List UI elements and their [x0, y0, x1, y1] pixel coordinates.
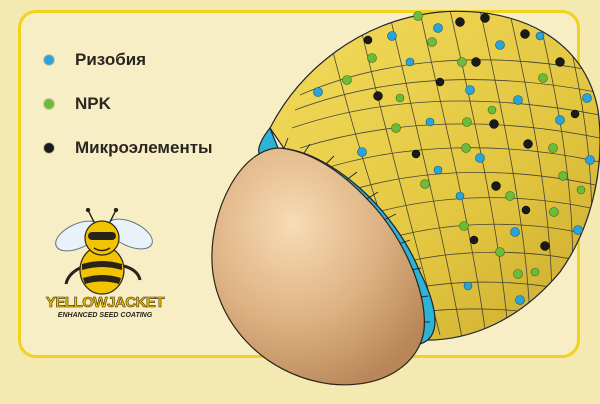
legend-item-microelements: Микроэлементы: [44, 136, 213, 160]
npk-dot-icon: [44, 99, 54, 109]
microelements-dot-icon: [44, 143, 54, 153]
legend-label: NPK: [75, 94, 111, 114]
legend-label: Ризобия: [75, 50, 146, 70]
bee-mascot-icon: [50, 208, 160, 300]
brand-tagline: ENHANCED SEED COATING: [30, 312, 180, 319]
legend-item-npk: NPK: [44, 92, 213, 116]
rhizobia-dot-icon: [44, 55, 54, 65]
brand-logo: YELLOWJACKET ENHANCED SEED COATING: [30, 294, 180, 319]
legend: Ризобия NPK Микроэлементы: [44, 48, 213, 180]
brand-name: YELLOWJACKET: [30, 294, 180, 311]
legend-item-rhizobia: Ризобия: [44, 48, 213, 72]
legend-label: Микроэлементы: [75, 138, 213, 158]
